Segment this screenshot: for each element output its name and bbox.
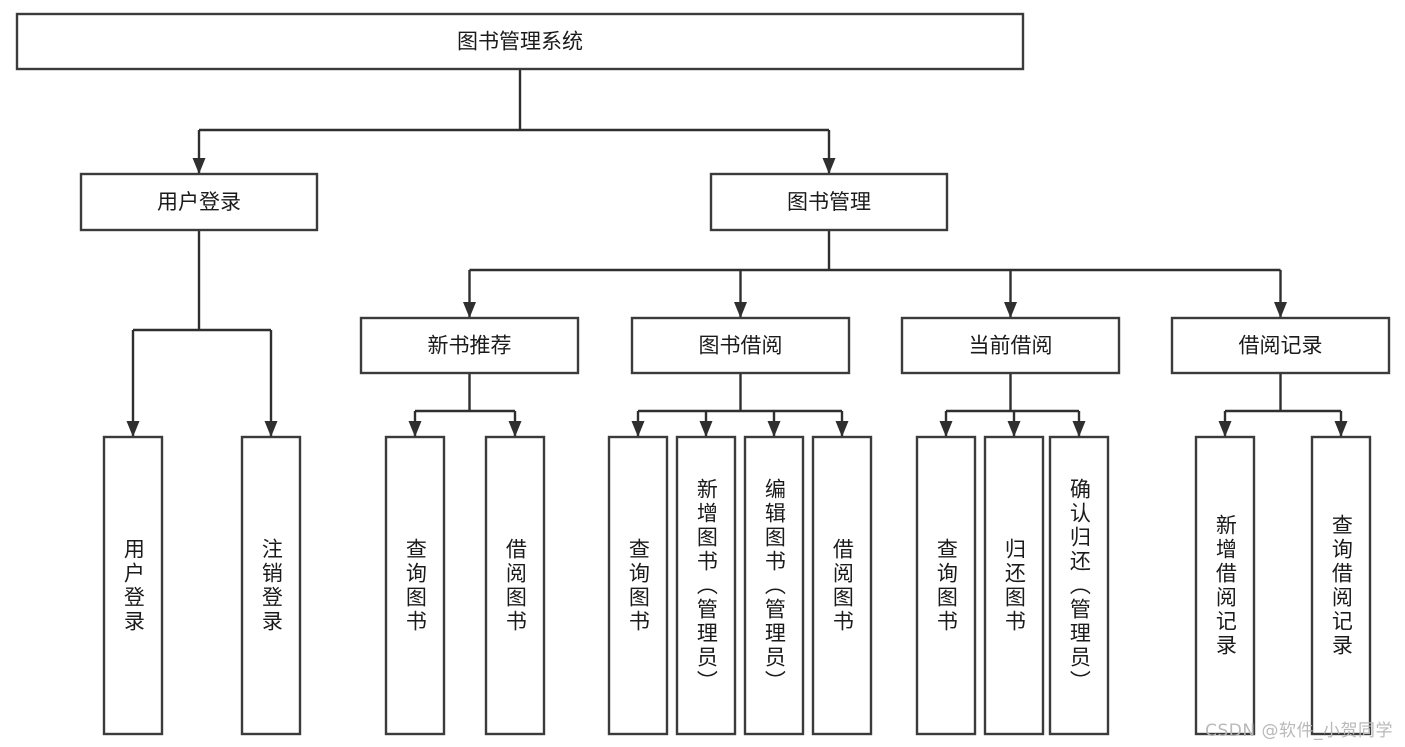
- node-label-leaf-borrow-book-1: 借阅图书: [503, 537, 528, 634]
- arrow-head: [939, 421, 953, 437]
- arrow-head: [1274, 302, 1287, 318]
- node-label-leaf-query-book-2: 查询图书: [626, 537, 651, 634]
- node-label-leaf-query-record: 查询借阅记录: [1329, 513, 1354, 658]
- arrow-head: [1007, 421, 1021, 437]
- node-box-leaf-logout[interactable]: [240, 435, 302, 736]
- arrow-head: [126, 421, 140, 437]
- node-box-leaf-add-record[interactable]: [1194, 435, 1256, 736]
- arrow-head: [1334, 421, 1348, 437]
- node-label-leaf-query-book-3: 查询图书: [934, 537, 959, 634]
- node-label-new-book-rec: 新书推荐: [428, 334, 512, 358]
- node-label-leaf-query-book-1: 查询图书: [403, 537, 428, 634]
- connectors-layer: [126, 69, 1348, 437]
- node-box-leaf-confirm-return[interactable]: [1048, 435, 1110, 736]
- node-label-root: 图书管理系统: [457, 30, 583, 54]
- arrow-head: [631, 421, 645, 437]
- node-label-book-borrow: 图书借阅: [699, 334, 783, 358]
- node-label-leaf-user-login: 用户登录: [121, 537, 146, 634]
- arrow-head: [408, 421, 422, 437]
- arrow-head: [463, 302, 476, 318]
- node-label-user-login: 用户登录: [157, 190, 241, 214]
- node-box-book-management[interactable]: [709, 172, 949, 232]
- node-label-leaf-add-record: 新增借阅记录: [1213, 513, 1238, 658]
- node-label-book-management: 图书管理: [787, 190, 871, 214]
- arrow-head: [192, 158, 206, 174]
- node-box-current-borrow[interactable]: [900, 316, 1121, 375]
- node-box-leaf-add-book[interactable]: [675, 435, 737, 736]
- node-box-leaf-user-login[interactable]: [102, 435, 164, 736]
- node-box-user-login[interactable]: [79, 172, 319, 232]
- node-label-borrow-record: 借阅记录: [1239, 334, 1323, 358]
- node-box-leaf-borrow-book-2[interactable]: [811, 435, 873, 736]
- node-box-borrow-record[interactable]: [1170, 316, 1391, 375]
- node-label-leaf-borrow-book-2: 借阅图书: [830, 537, 855, 634]
- node-box-leaf-edit-book[interactable]: [743, 435, 805, 736]
- boxes-layer: [15, 12, 1391, 736]
- arrow-head: [1004, 302, 1017, 318]
- node-box-leaf-borrow-book-1[interactable]: [484, 435, 546, 736]
- node-box-root[interactable]: [15, 12, 1025, 71]
- arrow-head: [699, 421, 713, 437]
- arrow-head: [835, 421, 849, 437]
- node-box-leaf-return-book[interactable]: [983, 435, 1045, 736]
- node-label-leaf-edit-book: 编辑图书（管理员）: [762, 477, 787, 694]
- node-label-leaf-add-book: 新增图书（管理员）: [694, 477, 719, 694]
- node-box-book-borrow[interactable]: [630, 316, 851, 375]
- arrow-head: [1072, 421, 1086, 437]
- node-label-current-borrow: 当前借阅: [969, 334, 1053, 358]
- node-box-new-book-rec[interactable]: [359, 316, 580, 375]
- arrow-head: [734, 302, 747, 318]
- node-label-leaf-confirm-return: 确认归还（管理员）: [1067, 477, 1092, 694]
- arrow-head: [508, 421, 522, 437]
- arrow-head: [264, 421, 278, 437]
- arrow-head: [1218, 421, 1232, 437]
- node-box-leaf-query-book-3[interactable]: [915, 435, 977, 736]
- node-box-leaf-query-book-1[interactable]: [384, 435, 446, 736]
- arrow-head: [822, 158, 836, 174]
- arrow-head: [767, 421, 781, 437]
- node-label-leaf-logout: 注销登录: [259, 537, 284, 634]
- node-label-leaf-return-book: 归还图书: [1002, 537, 1027, 634]
- node-box-leaf-query-book-2[interactable]: [607, 435, 669, 736]
- node-box-leaf-query-record[interactable]: [1310, 435, 1372, 736]
